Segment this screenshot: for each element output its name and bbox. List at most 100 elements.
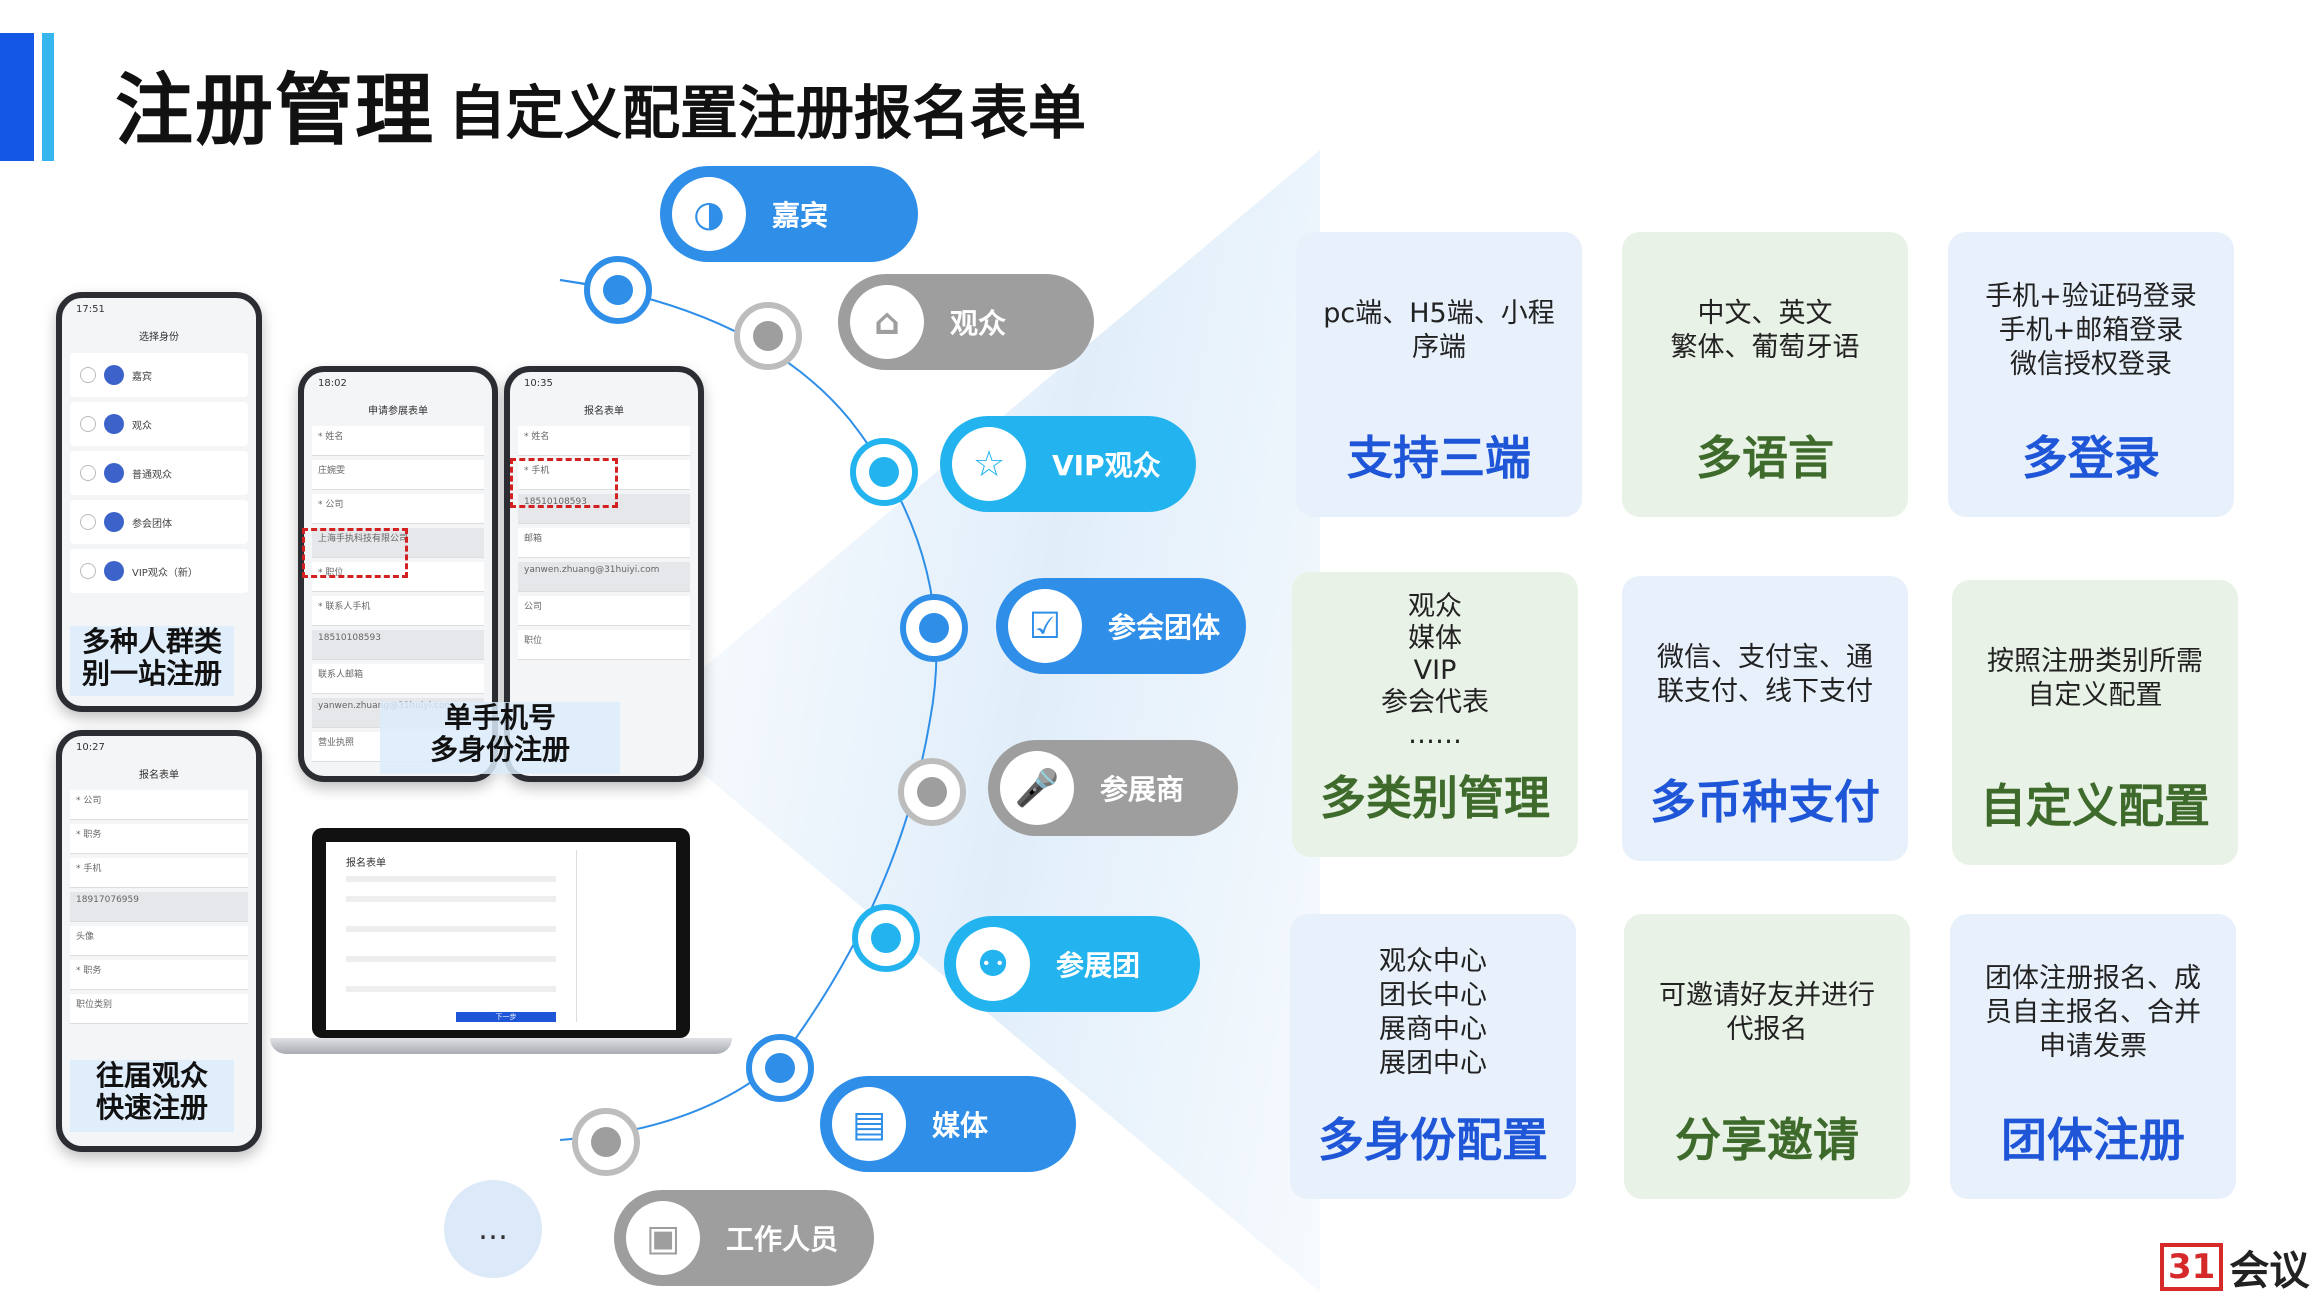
- feature-title: 分享邀请: [1675, 1113, 1859, 1167]
- laptop-form-field: [346, 956, 556, 962]
- feature-title: 自定义配置: [1980, 779, 2210, 833]
- identity-option[interactable]: 嘉宾: [70, 353, 248, 397]
- phone-status-time: 17:51: [76, 304, 105, 315]
- email-input[interactable]: yanwen.zhuang@31huiyi.com: [518, 562, 690, 592]
- form-field-label: 联系人邮箱: [312, 664, 484, 694]
- vip-icon: ☆: [952, 427, 1026, 501]
- phone-status-time: 18:02: [318, 378, 347, 389]
- timeline-node: [900, 594, 968, 662]
- category-vip-audience[interactable]: ☆VIP观众: [940, 416, 1196, 512]
- form-field-label: * 联系人手机: [312, 596, 484, 626]
- feature-title: 支持三端: [1347, 431, 1531, 485]
- phone2-caption: 往届观众 快速注册: [70, 1059, 234, 1132]
- avatar-icon: [104, 365, 124, 385]
- category-exhibitor[interactable]: 🎤参展商: [988, 740, 1238, 836]
- feature-title: 多币种支付: [1650, 775, 1880, 829]
- category-exhibition-group[interactable]: ⚉参展团: [944, 916, 1200, 1012]
- group-icon: ⚉: [956, 927, 1030, 1001]
- feature-desc: 团体注册报名、成 员自主报名、合并 申请发票: [1985, 963, 2201, 1062]
- laptop-form: 报名表单 下一步: [326, 842, 676, 1030]
- feature-desc: 观众 媒体 VIP 参会代表 ……: [1381, 591, 1489, 750]
- feature-card: 观众 媒体 VIP 参会代表 …… 多类别管理: [1292, 572, 1578, 857]
- category-media[interactable]: ▤媒体: [820, 1076, 1076, 1172]
- identity-option[interactable]: 参会团体: [70, 500, 248, 544]
- category-guest[interactable]: ◑嘉宾: [660, 166, 918, 262]
- phone-header-title: 选择身份: [139, 332, 179, 343]
- laptop-base: [270, 1038, 732, 1054]
- avatar-icon: [104, 463, 124, 483]
- feature-title: 多语言: [1696, 431, 1834, 485]
- form-field[interactable]: 公司: [518, 596, 690, 626]
- laptop-form-field: [346, 986, 556, 992]
- checklist-icon: ☑: [1008, 589, 1082, 663]
- identity-option[interactable]: 观众: [70, 402, 248, 446]
- avatar-icon: [104, 561, 124, 581]
- feature-desc: pc端、H5端、小程 序端: [1323, 298, 1555, 363]
- radio-icon: [80, 514, 96, 530]
- radio-icon: [80, 563, 96, 579]
- logo-text: 会议: [2229, 1248, 2310, 1294]
- form-field[interactable]: 头像: [70, 926, 248, 956]
- header-accent-bar-light: [42, 33, 54, 161]
- feature-card: 团体注册报名、成 员自主报名、合并 申请发票 团体注册: [1950, 914, 2236, 1199]
- form-field[interactable]: * 公司: [70, 790, 248, 820]
- feature-title: 多登录: [2022, 431, 2160, 485]
- phone-input[interactable]: 18510108593: [518, 494, 690, 524]
- audience-icon: ⌂: [850, 285, 924, 359]
- form-field[interactable]: * 职务: [70, 824, 248, 854]
- form-field[interactable]: 职位类别: [70, 994, 248, 1024]
- form-field-label: * 姓名: [518, 426, 690, 456]
- phone-input[interactable]: 18510108593: [312, 630, 484, 660]
- brand-logo: 31 会议: [2160, 1238, 2309, 1296]
- phone-header-title: 报名表单: [584, 406, 624, 417]
- laptop-form-field: [346, 896, 556, 902]
- form-field[interactable]: 上海手执科技有限公司: [312, 528, 484, 558]
- timeline-node: [584, 256, 652, 324]
- highlight-phone-field: [510, 458, 618, 508]
- feature-card: 观众中心 团长中心 展商中心 展团中心 多身份配置: [1290, 914, 1576, 1199]
- phone-input[interactable]: 18917076959: [70, 892, 248, 922]
- phone-status-time: 10:35: [524, 378, 553, 389]
- laptop-form-field: [346, 876, 556, 882]
- timeline-node: [852, 904, 920, 972]
- page-title: 注册管理: [115, 66, 436, 156]
- form-field[interactable]: 庄婉雯: [312, 460, 484, 490]
- category-audience[interactable]: ⌂观众: [838, 274, 1094, 370]
- phone1-caption: 多种人群类 别一站注册: [70, 625, 234, 696]
- laptop-form-title: 报名表单: [346, 858, 386, 869]
- category-delegation[interactable]: ☑参会团体: [996, 578, 1246, 674]
- timeline-node: [572, 1108, 640, 1176]
- timeline-node: [746, 1034, 814, 1102]
- phone-status-time: 10:27: [76, 742, 105, 753]
- feature-desc: 中文、英文 繁体、葡萄牙语: [1670, 298, 1860, 363]
- identity-option[interactable]: VIP观众（新）: [70, 549, 248, 593]
- feature-desc: 可邀请好友并进行 代报名: [1659, 980, 1875, 1045]
- form-field-label: * 公司: [312, 494, 484, 524]
- camera-icon: ▣: [626, 1201, 700, 1275]
- feature-title: 多身份配置: [1318, 1113, 1548, 1167]
- feature-desc: 手机+验证码登录 手机+邮箱登录 微信授权登录: [1985, 281, 2197, 380]
- form-field[interactable]: * 职务: [70, 960, 248, 990]
- radio-icon: [80, 416, 96, 432]
- feature-card: 手机+验证码登录 手机+邮箱登录 微信授权登录 多登录: [1948, 232, 2234, 517]
- timeline-node: [850, 438, 918, 506]
- timeline-node: [898, 758, 966, 826]
- feature-card: 按照注册类别所需 自定义配置 自定义配置: [1952, 580, 2238, 865]
- category-staff[interactable]: ▣工作人员: [614, 1190, 874, 1286]
- form-field-label: * 姓名: [312, 426, 484, 456]
- form-field[interactable]: 职位: [518, 630, 690, 660]
- phone-header-title: 报名表单: [139, 770, 179, 781]
- feature-title: 团体注册: [2001, 1113, 2185, 1167]
- highlight-phone-field: [302, 528, 408, 578]
- feature-card: pc端、H5端、小程 序端 支持三端: [1296, 232, 1582, 517]
- feature-desc: 观众中心 团长中心 展商中心 展团中心: [1379, 946, 1487, 1079]
- form-field-label: 邮箱: [518, 528, 690, 558]
- feature-desc: 微信、支付宝、通 联支付、线下支付: [1657, 642, 1873, 707]
- page-subtitle: 自定义配置注册报名表单: [448, 79, 1087, 147]
- more-categories-button[interactable]: …: [444, 1180, 542, 1278]
- laptop-form-field: [346, 926, 556, 932]
- feature-card: 微信、支付宝、通 联支付、线下支付 多币种支付: [1622, 576, 1908, 861]
- timeline-node: [734, 302, 802, 370]
- identity-option[interactable]: 普通观众: [70, 451, 248, 495]
- laptop-next-button[interactable]: 下一步: [456, 1012, 556, 1022]
